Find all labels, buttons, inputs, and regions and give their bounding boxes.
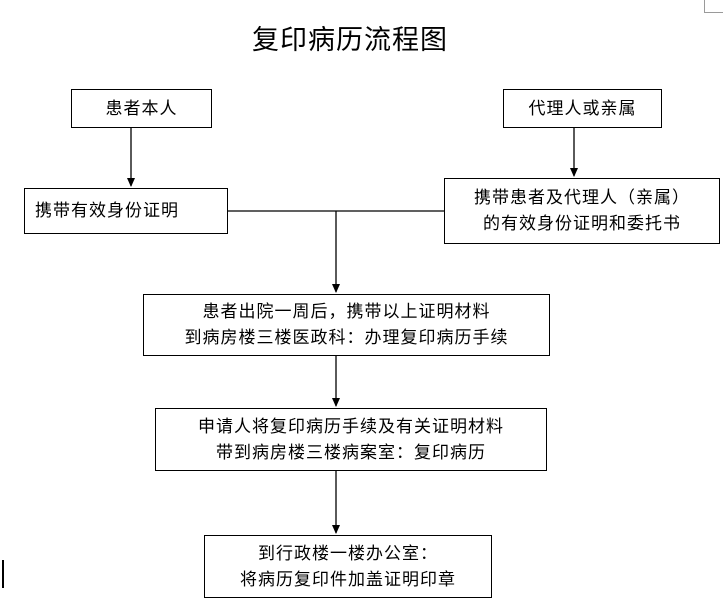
node-records-room-step-line-1: 申请人将复印病历手续及有关证明材料 (198, 416, 504, 437)
page-corner-mark (704, 0, 723, 13)
node-agent-relative-label: 代理人或亲属 (528, 98, 637, 119)
node-discharge-step: 患者出院一周后，携带以上证明材料 到病房楼三楼医政科：办理复印病历手续 (143, 294, 550, 356)
node-admin-office-step: 到行政楼一楼办公室： 将病历复印件加盖证明印章 (204, 535, 492, 598)
node-carry-patient-agent-id-line-1: 携带患者及代理人（亲属） (474, 188, 690, 208)
node-carry-id-label: 携带有效身份证明 (35, 201, 179, 221)
node-agent-relative: 代理人或亲属 (503, 89, 662, 128)
node-records-room-step-line-2: 带到病房楼三楼病案室：复印病历 (216, 442, 486, 463)
node-admin-office-step-line-2: 将病历复印件加盖证明印章 (240, 569, 456, 590)
node-discharge-step-line-2: 到病房楼三楼医政科：办理复印病历手续 (184, 328, 509, 348)
node-records-room-step: 申请人将复印病历手续及有关证明材料 带到病房楼三楼病案室：复印病历 (155, 408, 547, 471)
page-title: 复印病历流程图 (252, 25, 448, 56)
node-carry-patient-agent-id-line-2: 的有效身份证明和委托书 (483, 214, 681, 234)
node-patient-self-label: 患者本人 (105, 98, 178, 119)
node-carry-id: 携带有效身份证明 (24, 188, 228, 234)
node-discharge-step-line-1: 患者出院一周后，携带以上证明材料 (202, 302, 491, 322)
node-patient-self: 患者本人 (71, 89, 212, 128)
text-cursor-mark (2, 560, 4, 588)
node-admin-office-step-line-1: 到行政楼一楼办公室： (258, 543, 438, 564)
node-carry-patient-agent-id: 携带患者及代理人（亲属） 的有效身份证明和委托书 (444, 178, 720, 244)
